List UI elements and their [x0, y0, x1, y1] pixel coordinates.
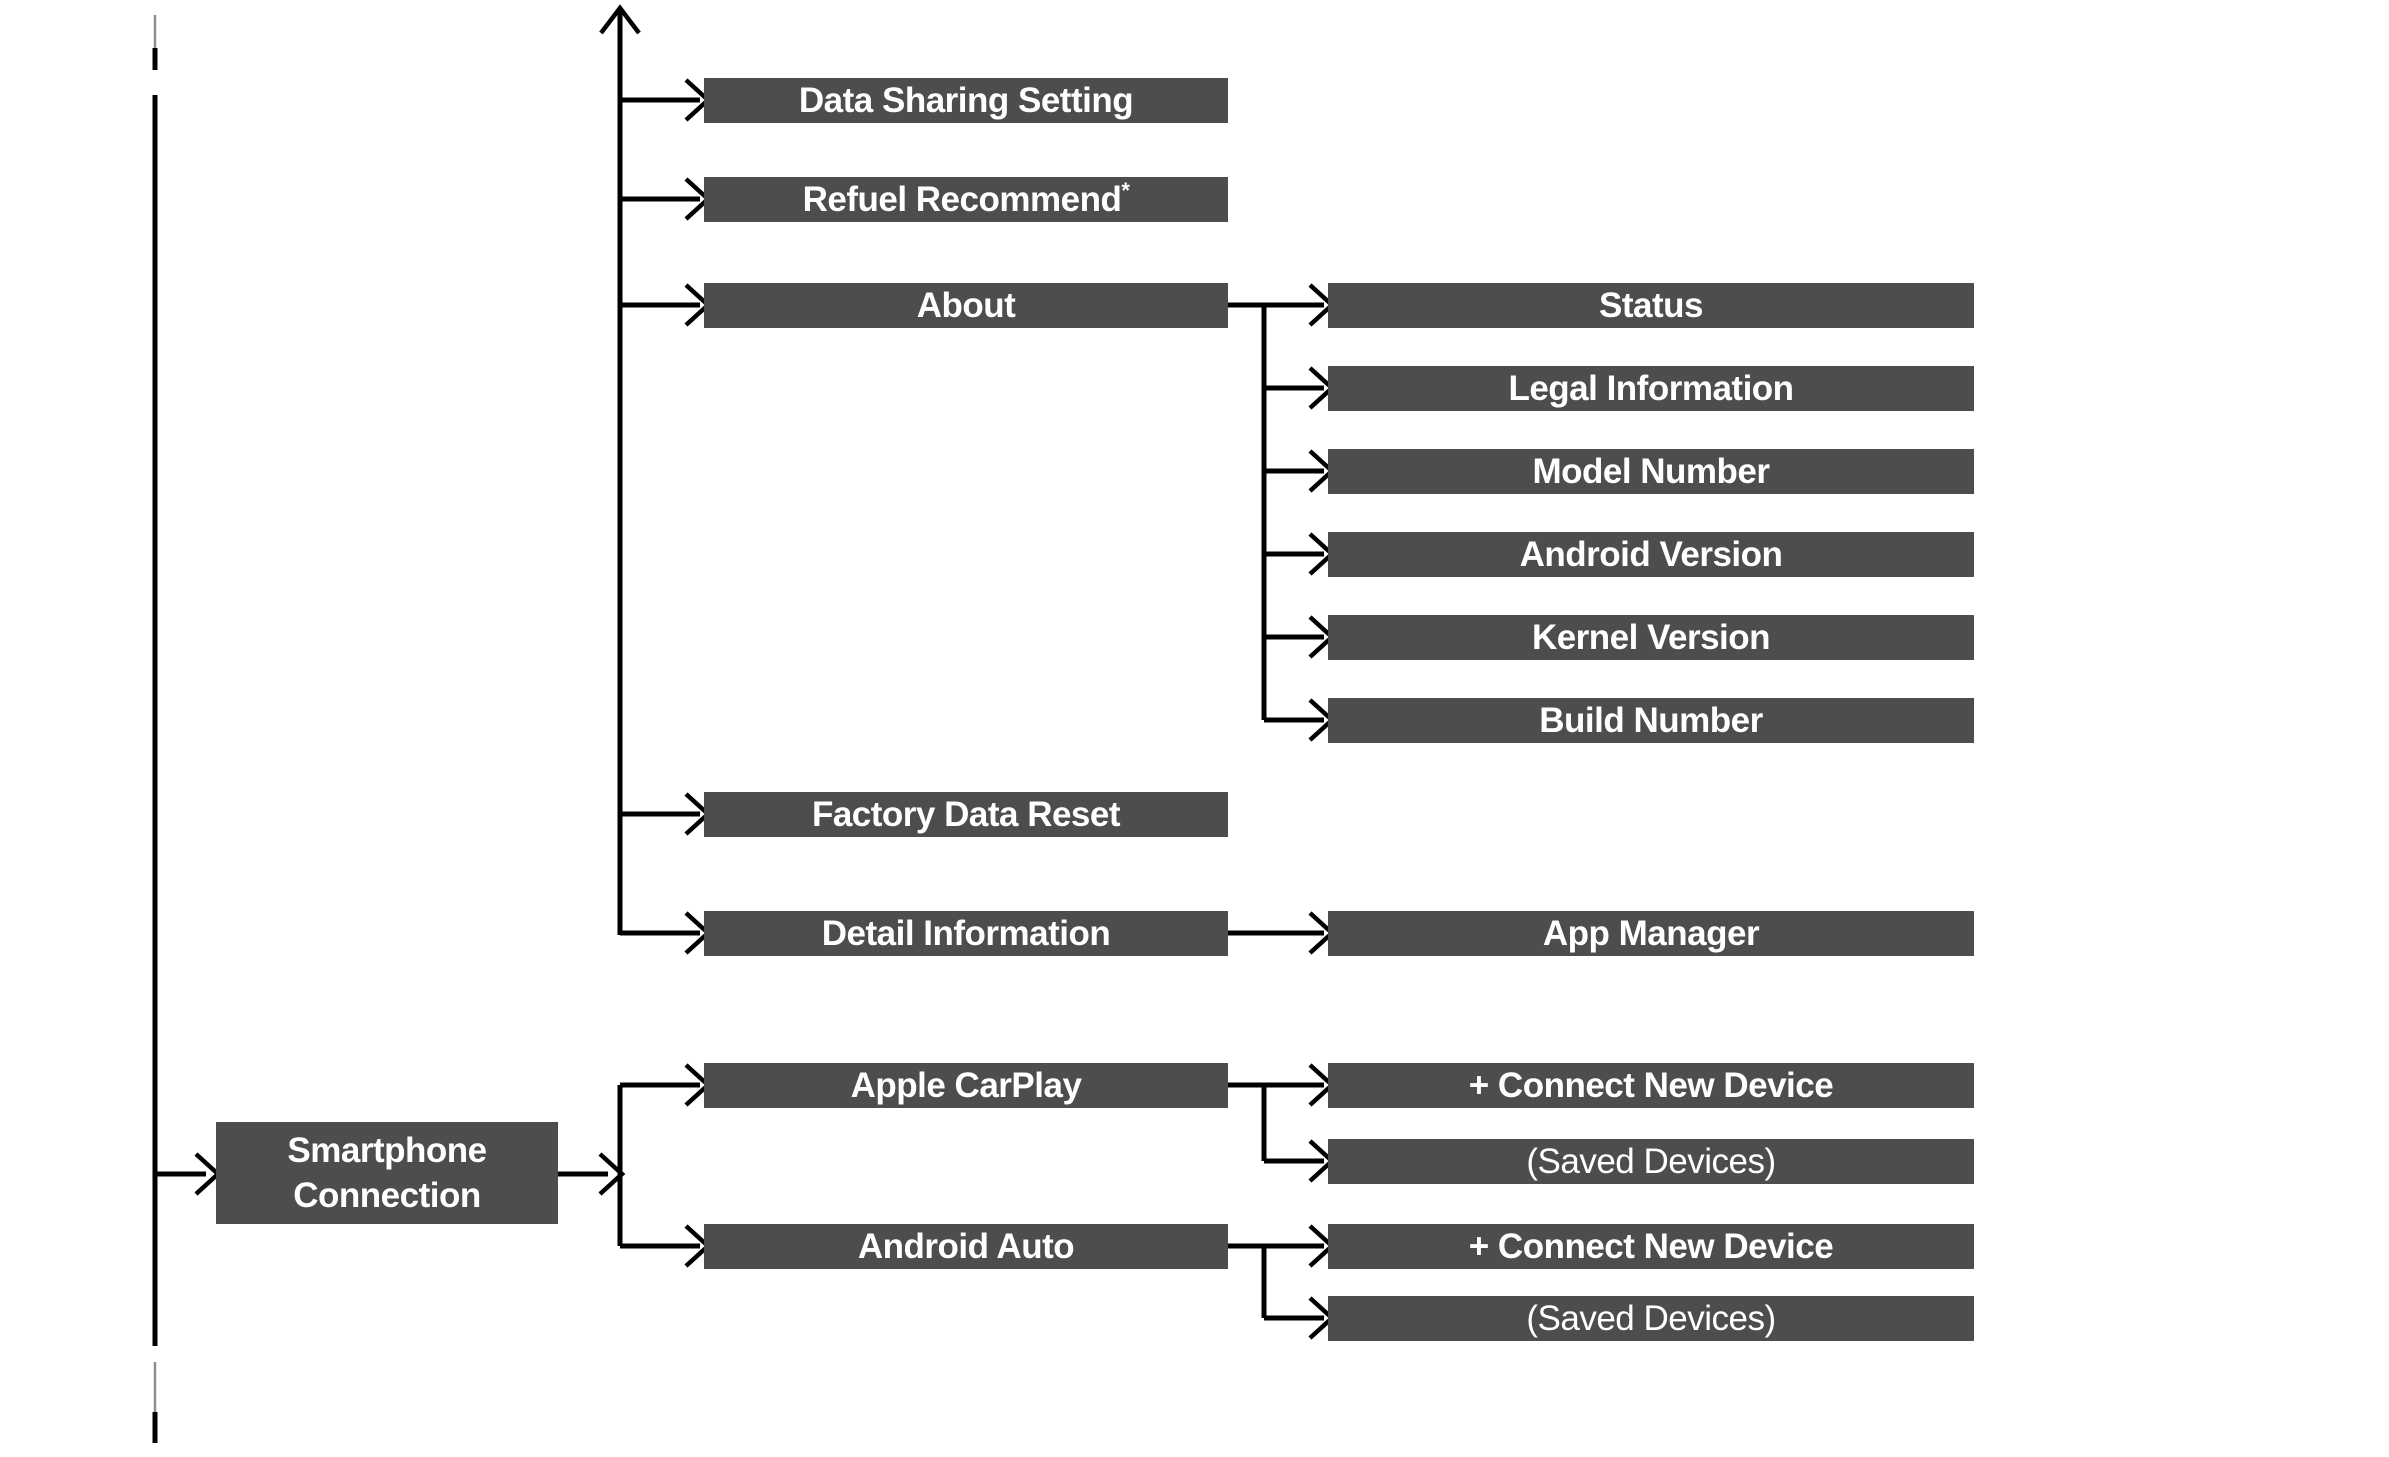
node-model-number: Model Number [1328, 449, 1974, 494]
up-arrow-icon [599, 4, 641, 35]
node-data-sharing-setting: Data Sharing Setting [704, 78, 1228, 123]
carplay-children-trunk [1228, 1063, 1336, 1183]
node-carplay-connect-new-device: + Connect New Device [1328, 1063, 1974, 1108]
node-label: (Saved Devices) [1526, 1142, 1776, 1181]
node-android-version: Android Version [1328, 532, 1974, 577]
node-label: + Connect New Device [1468, 1227, 1834, 1266]
branch-factory [620, 792, 712, 836]
branch-data-sharing [620, 78, 712, 122]
node-label: About [916, 286, 1016, 325]
node-label: Model Number [1532, 452, 1770, 491]
branch-detail [620, 911, 712, 955]
node-android-auto: Android Auto [704, 1224, 1228, 1269]
node-label: Status [1599, 286, 1703, 325]
node-smartphone-connection: Smartphone Connection [216, 1122, 558, 1224]
node-kernel-version: Kernel Version [1328, 615, 1974, 660]
node-label: + Connect New Device [1468, 1066, 1834, 1105]
detail-to-app-manager [1228, 911, 1336, 955]
node-refuel-recommend: Refuel Recommend* [704, 177, 1228, 222]
node-legal-information: Legal Information [1328, 366, 1974, 411]
node-carplay-saved-devices: (Saved Devices) [1328, 1139, 1974, 1184]
node-about: About [704, 283, 1228, 328]
node-label: Android Version [1519, 535, 1783, 574]
node-factory-data-reset: Factory Data Reset [704, 792, 1228, 837]
node-label: Build Number [1539, 701, 1763, 740]
node-label-line2: Connection [293, 1176, 481, 1215]
node-label: Legal Information [1508, 369, 1794, 408]
node-android-auto-saved-devices: (Saved Devices) [1328, 1296, 1974, 1341]
about-children-trunk [1228, 283, 1336, 742]
branch-refuel [620, 177, 712, 221]
node-label: Smartphone Connection [287, 1131, 487, 1215]
node-build-number: Build Number [1328, 698, 1974, 743]
node-label: (Saved Devices) [1526, 1299, 1776, 1338]
edge-to-smartphone [155, 1152, 222, 1196]
node-label: Android Auto [857, 1227, 1075, 1266]
smartphone-trunk [558, 1063, 712, 1268]
node-label: Factory Data Reset [811, 795, 1121, 834]
node-android-auto-connect-new-device: + Connect New Device [1328, 1224, 1974, 1269]
android-auto-children-trunk [1228, 1224, 1336, 1340]
node-status: Status [1328, 283, 1974, 328]
node-detail-information: Detail Information [704, 911, 1228, 956]
node-label: App Manager [1542, 914, 1760, 953]
node-label-line1: Smartphone [287, 1131, 487, 1170]
branch-about [620, 283, 712, 327]
node-label: Data Sharing Setting [798, 81, 1134, 120]
node-apple-carplay: Apple CarPlay [704, 1063, 1228, 1108]
node-label: Apple CarPlay [850, 1066, 1082, 1105]
node-label: Refuel Recommend [802, 180, 1122, 219]
node-label: Detail Information [821, 914, 1111, 953]
node-app-manager: App Manager [1328, 911, 1974, 956]
node-label: Kernel Version [1531, 618, 1771, 657]
